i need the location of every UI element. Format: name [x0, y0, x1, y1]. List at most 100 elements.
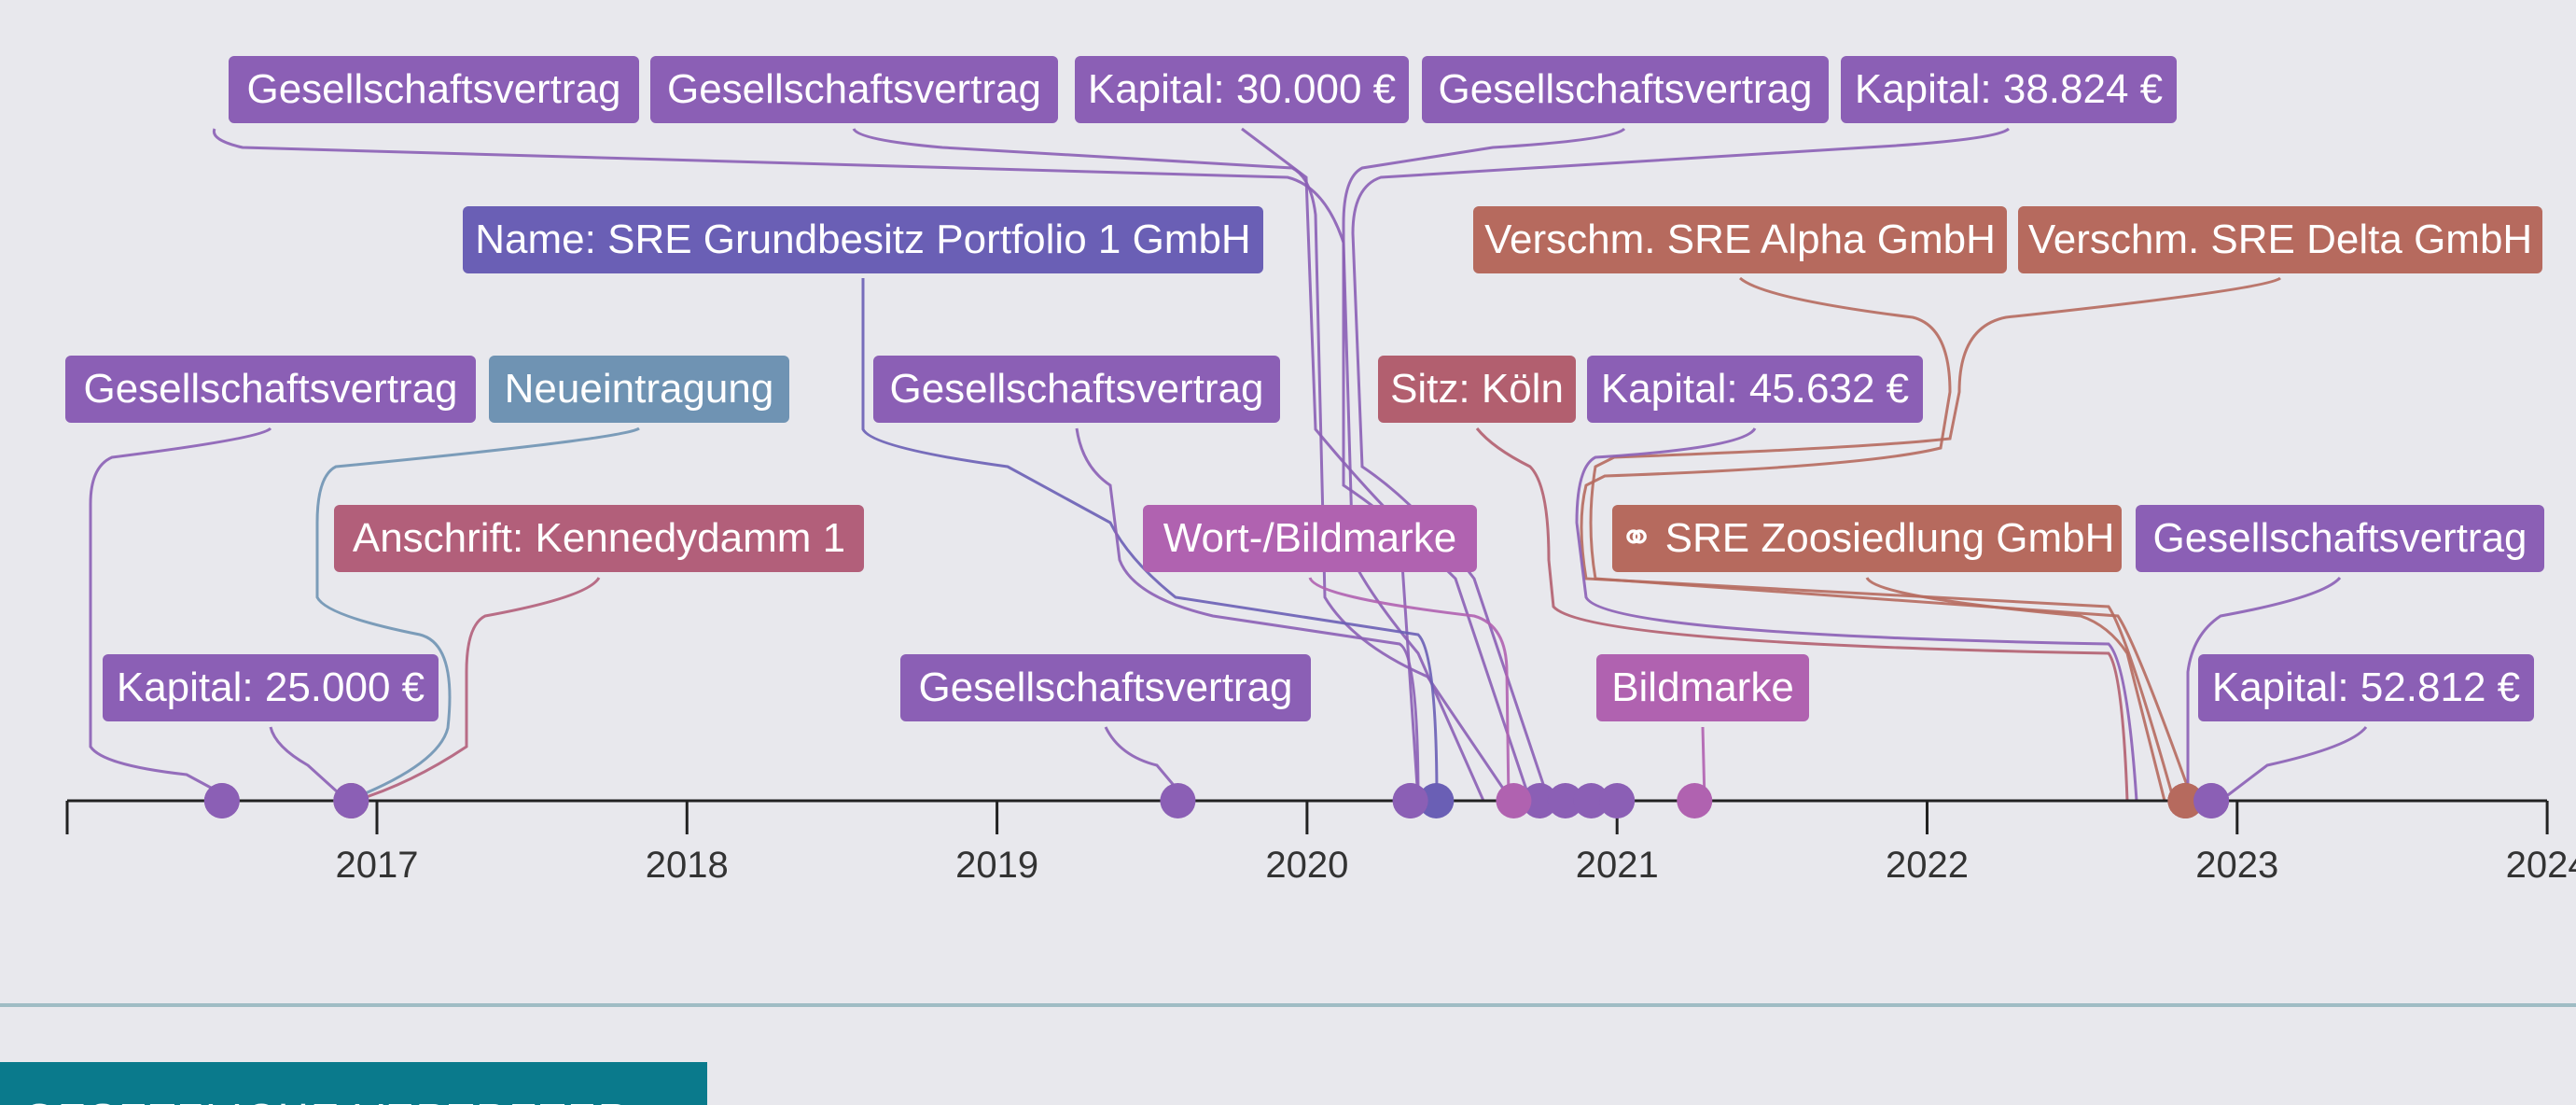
event-label-verschmelzung[interactable]: ⚭ SRE Zoosiedlung GmbH: [1612, 505, 2122, 572]
event-dot[interactable]: [1599, 783, 1636, 818]
event-connector: [1308, 577, 1511, 802]
event-label-box: [65, 356, 476, 423]
event-label-text: Name: SRE Grundbesitz Portfolio 1 GmbH: [475, 217, 1250, 262]
event-label-neueintragung[interactable]: Neueintragung: [489, 356, 789, 423]
axis-tick-label: 2022: [1886, 845, 1969, 886]
axis-tick-label: 2020: [1265, 845, 1348, 886]
section-tab-label: GESETZLICHE VERTRETER: [22, 1094, 631, 1105]
event-connector: [89, 427, 272, 803]
event-label-gesellschaftsvertrag[interactable]: Gesellschaftsvertrag: [1422, 56, 1829, 123]
event-connector: [1075, 427, 1420, 802]
event-label-box: [2198, 654, 2534, 721]
event-label-marke[interactable]: Bildmarke: [1596, 654, 1809, 721]
event-label-text: Kapital: 25.000 €: [117, 664, 425, 710]
section-tab-gesetzliche-vertreter[interactable]: GESETZLICHE VERTRETER: [0, 1062, 707, 1105]
event-label-gesellschaftsvertrag[interactable]: Gesellschaftsvertrag: [650, 56, 1058, 123]
axis-tick-label: 2023: [2195, 845, 2278, 886]
axis-tick-label: 2019: [955, 845, 1038, 886]
event-label-sitz[interactable]: Sitz: Köln: [1378, 356, 1576, 423]
event-dot[interactable]: [1573, 783, 1609, 818]
event-label-box: [1841, 56, 2177, 123]
axis-tick-label: 2017: [336, 845, 419, 886]
event-label-text: Verschm. SRE Delta GmbH: [2028, 217, 2532, 262]
event-label-anschrift[interactable]: Anschrift: Kennedydamm 1: [334, 505, 864, 572]
timeline-axis: 2017 2018 2019 2020 2021 2022 2023 2024: [65, 799, 2576, 886]
event-dot[interactable]: [203, 783, 240, 818]
event-connector: [2186, 576, 2342, 801]
event-label-text: Kapital: 52.812 €: [2212, 664, 2520, 710]
event-label-kapital[interactable]: Kapital: 25.000 €: [103, 654, 439, 721]
timeline-connectors: [89, 127, 2368, 803]
event-label-text: Bildmarke: [1611, 664, 1794, 710]
event-connector: [212, 128, 1485, 802]
event-label-box: [489, 356, 789, 423]
event-connector: [852, 128, 1513, 802]
event-connector: [1475, 427, 2129, 802]
section-divider: [0, 1003, 2576, 1007]
event-label-text: Kapital: 38.824 €: [1855, 66, 2163, 112]
axis-tick-label: 2024: [2506, 845, 2576, 886]
event-dot[interactable]: [1392, 783, 1428, 818]
event-label-text: ⚭ SRE Zoosiedlung GmbH: [1620, 515, 2115, 561]
event-label-box: [1473, 206, 2007, 273]
event-dot[interactable]: [1496, 783, 1532, 818]
timeline-chart: 2017 2018 2019 2020 2021 2022 2023 2024 Gesells…: [65, 56, 2576, 886]
event-connector: [269, 726, 349, 803]
event-label-name[interactable]: Name: SRE Grundbesitz Portfolio 1 GmbH: [463, 206, 1263, 273]
event-dot[interactable]: [2167, 783, 2204, 818]
event-connector: [2220, 726, 2368, 803]
event-label-gesellschaftsvertrag[interactable]: Gesellschaftsvertrag: [229, 56, 639, 123]
timeline-event-dots: [203, 783, 2230, 818]
event-label-box: [229, 56, 639, 123]
event-connector: [354, 577, 601, 803]
event-label-box: [2136, 505, 2544, 572]
event-label-box: [1143, 505, 1477, 572]
event-label-box: [873, 356, 1280, 423]
event-dot[interactable]: [333, 783, 369, 818]
event-connector: [861, 278, 1439, 802]
event-label-verschmelzung[interactable]: Verschm. SRE Delta GmbH: [2018, 206, 2542, 273]
event-label-verschmelzung[interactable]: Verschm. SRE Alpha GmbH: [1473, 206, 2007, 273]
event-label-text: Sitz: Köln: [1390, 366, 1564, 412]
event-label-text: Gesellschaftsvertrag: [246, 66, 620, 112]
event-label-text: Gesellschaftsvertrag: [83, 366, 457, 412]
event-label-marke[interactable]: Wort-/Bildmarke: [1143, 505, 1477, 572]
event-dot[interactable]: [1160, 783, 1196, 818]
event-label-box: [463, 206, 1263, 273]
event-label-box: [650, 56, 1058, 123]
event-label-gesellschaftsvertrag[interactable]: Gesellschaftsvertrag: [900, 654, 1311, 721]
event-dot[interactable]: [1677, 783, 1713, 818]
event-label-box: [334, 505, 864, 572]
event-dot[interactable]: [1522, 783, 1558, 818]
event-label-text: Verschm. SRE Alpha GmbH: [1484, 217, 1996, 262]
event-label-gesellschaftsvertrag[interactable]: Gesellschaftsvertrag: [2136, 505, 2544, 572]
event-label-gesellschaftsvertrag[interactable]: Gesellschaftsvertrag: [65, 356, 476, 423]
event-label-text: Wort-/Bildmarke: [1163, 515, 1457, 561]
event-label-box: [1596, 654, 1809, 721]
event-label-text: Gesellschaftsvertrag: [918, 664, 1292, 710]
event-connector: [1104, 726, 1189, 802]
axis-tick-label: 2018: [646, 845, 729, 886]
event-label-kapital[interactable]: Kapital: 45.632 €: [1587, 356, 1923, 423]
event-label-kapital[interactable]: Kapital: 30.000 €: [1075, 56, 1409, 123]
event-label-text: Kapital: 45.632 €: [1601, 366, 1909, 412]
event-label-box: [2018, 206, 2542, 273]
event-label-text: Gesellschaftsvertrag: [2152, 515, 2527, 561]
event-label-gesellschaftsvertrag[interactable]: Gesellschaftsvertrag: [873, 356, 1280, 423]
axis-tick-label: 2021: [1576, 845, 1659, 886]
event-label-text: Gesellschaftsvertrag: [889, 366, 1263, 412]
event-connector: [315, 427, 640, 803]
event-dot[interactable]: [1547, 783, 1583, 818]
event-connector: [1575, 427, 2138, 802]
event-label-box: [1075, 56, 1409, 123]
event-label-kapital[interactable]: Kapital: 52.812 €: [2198, 654, 2534, 721]
event-dot[interactable]: [1418, 783, 1455, 818]
event-dot[interactable]: [2193, 783, 2230, 818]
event-label-text: Neueintragung: [505, 366, 774, 412]
event-label-box: [1587, 356, 1923, 423]
event-label-box: [900, 654, 1311, 721]
event-label-kapital[interactable]: Kapital: 38.824 €: [1841, 56, 2177, 123]
event-label-text: Anschrift: Kennedydamm 1: [353, 515, 845, 561]
event-label-box: [1378, 356, 1576, 423]
